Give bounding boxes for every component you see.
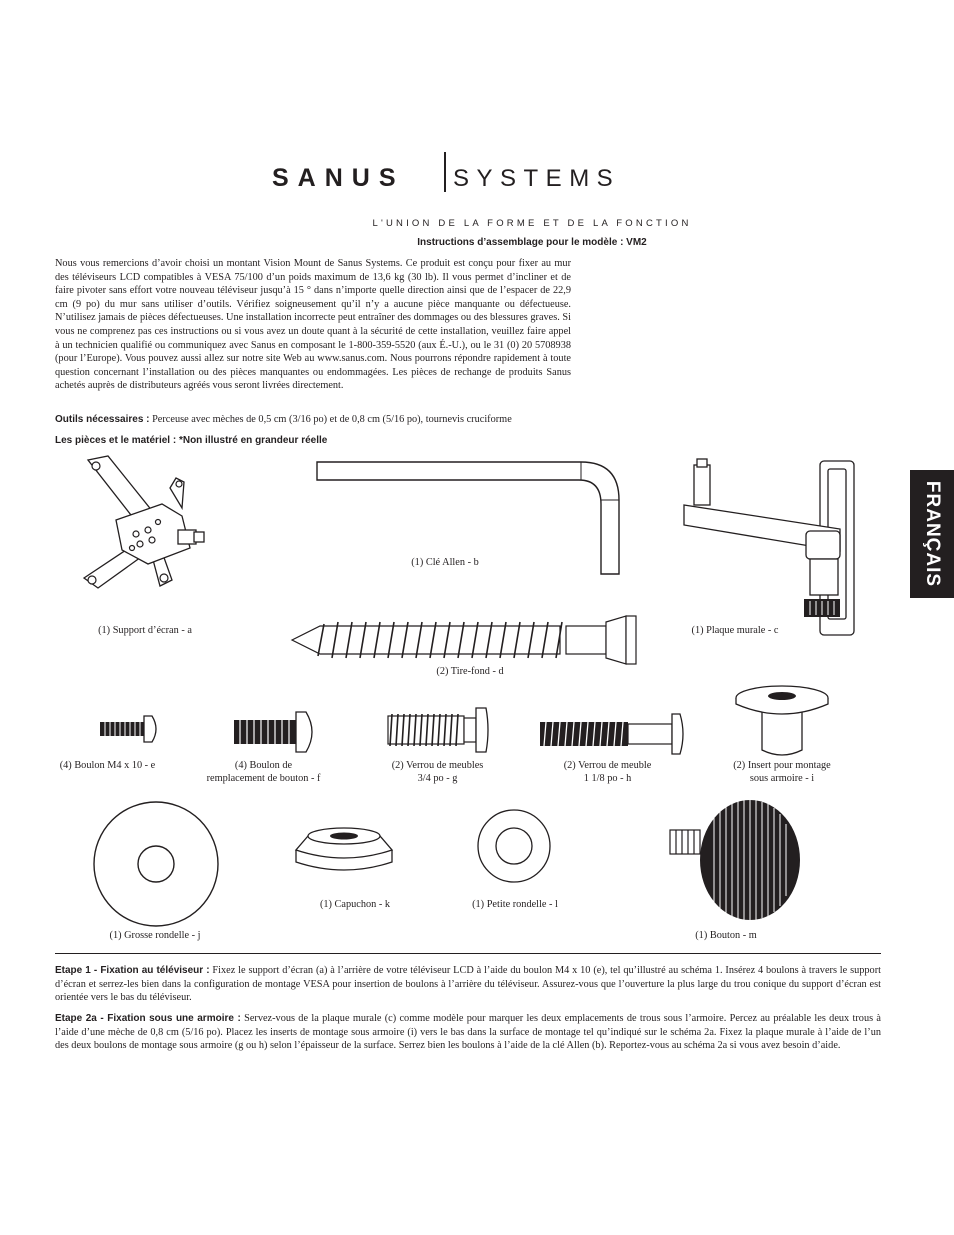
brand-sanus: SANUS	[272, 164, 405, 192]
tools-line: Outils nécessaires : Perceuse avec mèche…	[55, 414, 885, 425]
tools-text: Perceuse avec mèches de 0,5 cm (3/16 po)…	[149, 414, 512, 425]
furniture-bolt-short-illustration	[387, 707, 489, 753]
step-1: Etape 1 - Fixation au téléviseur : Fixez…	[55, 964, 881, 1005]
section-divider	[55, 953, 881, 954]
part-i-label: (2) Insert pour montage sous armoire - i	[712, 760, 852, 785]
part-l-label: (1) Petite rondelle - l	[472, 899, 558, 910]
lag-screw-illustration	[290, 615, 637, 665]
part-b-label: (1) Clé Allen - b	[411, 557, 479, 568]
step-2a: Etape 2a - Fixation sous une armoire : S…	[55, 1012, 881, 1053]
part-f-label: (4) Boulon de remplacement de bouton - f	[196, 760, 331, 785]
cap-illustration	[294, 827, 394, 871]
part-j-label: (1) Grosse rondelle - j	[109, 930, 201, 941]
furniture-bolt-long-illustration	[540, 713, 684, 755]
intro-paragraph: Nous vous remercions d’avoir choisi un m…	[55, 258, 571, 392]
step-1-label: Etape 1 - Fixation au téléviseur :	[55, 965, 210, 976]
part-g-label-line2: 3/4 po - g	[417, 772, 458, 784]
m4-bolt-illustration	[100, 715, 157, 743]
part-m-label: (1) Bouton - m	[695, 930, 757, 941]
part-f-label-line2: remplacement de bouton - f	[206, 772, 321, 784]
logo-divider	[444, 152, 446, 192]
part-h-label-line1: (2) Verrou de meuble	[563, 760, 652, 771]
replacement-bolt-illustration	[234, 711, 313, 753]
part-i-label-line1: (2) Insert pour montage	[733, 760, 831, 771]
part-e-label: (4) Boulon M4 x 10 - e	[59, 760, 156, 771]
step-2a-label: Etape 2a - Fixation sous une armoire :	[55, 1013, 241, 1024]
part-i-label-line2: sous armoire - i	[749, 772, 815, 784]
parts-heading: Les pièces et le matériel : *Non illustr…	[55, 435, 328, 446]
part-k-label: (1) Capuchon - k	[319, 899, 391, 910]
part-g-label: (2) Verrou de meubles 3/4 po - g	[370, 760, 505, 785]
allen-key-illustration	[316, 461, 620, 575]
part-f-label-line1: (4) Boulon de	[234, 760, 293, 771]
page-title: Instructions d’assemblage pour le modèle…	[417, 237, 647, 248]
brand-systems: SYSTEMS	[453, 165, 621, 192]
part-h-label: (2) Verrou de meuble 1 1/8 po - h	[540, 760, 675, 785]
knob-illustration	[669, 800, 800, 920]
part-h-label-line2: 1 1/8 po - h	[583, 772, 632, 784]
brand-tagline: L'UNION DE LA FORME ET DE LA FONCTION	[372, 218, 692, 229]
sanus-logo: SANUS SYSTEMS	[272, 152, 672, 198]
cabinet-insert-illustration	[735, 685, 829, 756]
language-tab-label: FRANÇAIS	[922, 480, 943, 588]
language-tab: FRANÇAIS	[910, 470, 954, 598]
screen-support-illustration	[82, 455, 205, 589]
part-d-label: (2) Tire-fond - d	[436, 666, 504, 677]
step-2a-text: Servez-vous de la plaque murale (c) comm…	[55, 1013, 881, 1052]
tools-label: Outils nécessaires :	[55, 414, 150, 425]
small-washer-illustration	[477, 809, 551, 883]
part-g-label-line1: (2) Verrou de meubles	[391, 760, 484, 771]
part-c-label: (1) Plaque murale - c	[691, 625, 779, 636]
step-1-text: Fixez le support d’écran (a) à l’arrière…	[55, 965, 881, 1004]
wall-plate-illustration	[683, 458, 855, 636]
large-washer-illustration	[93, 801, 219, 927]
part-a-label: (1) Support d’écran - a	[98, 625, 192, 636]
